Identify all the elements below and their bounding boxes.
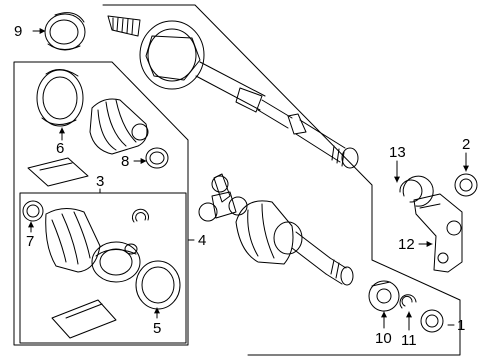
boot-kit-frame bbox=[13, 61, 189, 346]
retaining-ring-part-13 bbox=[399, 175, 434, 207]
snap-ring-inner bbox=[131, 208, 149, 223]
callout-9: 9 bbox=[14, 23, 23, 40]
callout-2: 2 bbox=[462, 136, 471, 153]
callout-8: 8 bbox=[121, 153, 130, 170]
bearing-part-10 bbox=[368, 280, 400, 312]
callout-5: 5 bbox=[153, 320, 162, 337]
callout-3: 3 bbox=[96, 173, 105, 190]
inner-boot-kit-frame bbox=[19, 192, 187, 344]
assembly-outline bbox=[102, 4, 461, 356]
seal-part-2 bbox=[454, 173, 478, 197]
grease-pack-lower bbox=[51, 299, 117, 339]
ring-part-5 bbox=[135, 260, 181, 310]
clamp-part-7 bbox=[22, 200, 44, 222]
seal-part-1 bbox=[420, 309, 444, 333]
seal-part-9 bbox=[44, 12, 86, 51]
snap-ring-part-11 bbox=[399, 294, 417, 309]
callout-12: 12 bbox=[398, 236, 415, 253]
callout-13: 13 bbox=[389, 144, 406, 161]
driveshaft bbox=[107, 15, 359, 169]
callout-4: 4 bbox=[198, 232, 207, 249]
clamp-part-8 bbox=[145, 147, 169, 169]
inner-joint-housing bbox=[235, 200, 354, 286]
callout-10: 10 bbox=[375, 330, 392, 347]
callout-11: 11 bbox=[401, 332, 417, 349]
callout-6: 6 bbox=[56, 140, 65, 157]
boot-bellows bbox=[89, 98, 149, 155]
callout-7: 7 bbox=[26, 233, 35, 250]
leader-lines bbox=[28, 28, 469, 331]
callout-1: 1 bbox=[457, 317, 466, 334]
outer-boot-part-6 bbox=[36, 69, 84, 127]
tripod-housing-kit bbox=[91, 241, 141, 283]
grease-pack-upper bbox=[27, 157, 89, 187]
tripod-spider bbox=[198, 173, 248, 222]
bracket-part-12 bbox=[413, 193, 463, 273]
